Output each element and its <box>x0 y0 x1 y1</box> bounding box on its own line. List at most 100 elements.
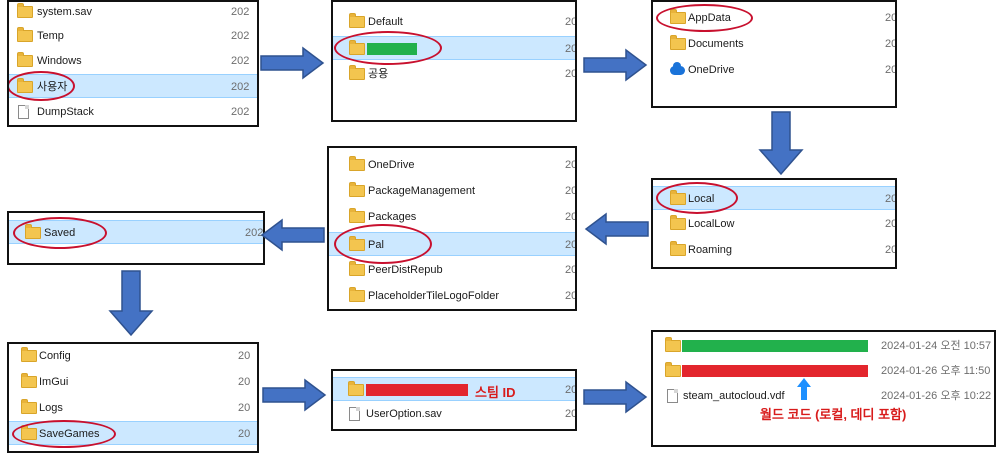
folder-row-onedrive[interactable]: OneDrive 20 <box>653 58 895 82</box>
item-name: ImGui <box>39 376 69 388</box>
steam-id-annotation: 스팀 ID <box>475 385 516 400</box>
highlight-oval <box>334 224 432 264</box>
item-date: 2024-01-26 오후 10:22 <box>881 390 992 402</box>
folder-row-packagemanagement[interactable]: PackageManagement 20 <box>329 179 575 203</box>
item-date: 20 <box>238 402 251 414</box>
item-date: 20 <box>238 350 251 362</box>
explorer-panel-appdata: Local 20 LocalLow 20 Roaming 20 <box>651 178 897 269</box>
highlight-oval <box>9 71 75 101</box>
folder-icon <box>670 241 686 256</box>
right-arrow-icon <box>583 48 648 82</box>
item-name: DumpStack <box>37 106 94 118</box>
folder-row-imgui[interactable]: ImGui 20 <box>9 370 257 394</box>
folder-row-steam-id[interactable]: 스팀 ID 20 <box>333 377 575 401</box>
folder-icon <box>349 208 365 223</box>
explorer-panel-root: system.sav 202 Temp 202 Windows 202 사용자 … <box>7 0 259 127</box>
folder-row-onedrive-local[interactable]: OneDrive 20 <box>329 153 575 177</box>
item-date: 202 <box>231 6 250 18</box>
item-date: 202 <box>245 227 264 239</box>
folder-row-system-sav[interactable]: system.sav 202 <box>9 2 257 24</box>
highlight-oval <box>334 31 442 65</box>
folder-icon <box>349 13 365 28</box>
item-date: 202 <box>231 55 250 67</box>
item-date: 20 <box>885 64 897 76</box>
item-date: 20 <box>565 239 577 251</box>
item-date: 20 <box>565 211 577 223</box>
item-name: steam_autocloud.vdf <box>683 390 785 402</box>
folder-icon <box>21 347 37 362</box>
item-date: 20 <box>565 68 577 80</box>
item-date: 20 <box>885 244 897 256</box>
item-date: 20 <box>565 159 577 171</box>
right-arrow-icon <box>262 378 327 412</box>
file-row-steam-autocloud[interactable]: steam_autocloud.vdf 2024-01-26 오후 10:22 <box>653 384 994 408</box>
explorer-panel-steam-id: 2024-01-24 오전 10:57 2024-01-26 오후 11:50 … <box>651 330 996 447</box>
explorer-panel-local: OneDrive 20 PackageManagement 20 Package… <box>327 146 577 311</box>
folder-icon <box>670 215 686 230</box>
file-icon <box>18 105 29 119</box>
folder-row-windows[interactable]: Windows 202 <box>9 49 257 73</box>
down-arrow-icon <box>108 270 154 337</box>
item-date: 20 <box>238 428 251 440</box>
explorer-panel-pal: Saved 202 <box>7 211 265 265</box>
item-name: Windows <box>37 55 82 67</box>
folder-row-temp[interactable]: Temp 202 <box>9 24 257 48</box>
onedrive-cloud-icon <box>670 62 685 75</box>
down-arrow-icon <box>758 111 804 176</box>
folder-row-packages[interactable]: Packages 20 <box>329 205 575 229</box>
item-name: system.sav <box>37 6 93 18</box>
item-name: OneDrive <box>368 159 415 171</box>
redacted-green-bar <box>682 340 868 352</box>
folder-row-roaming[interactable]: Roaming 20 <box>653 238 895 262</box>
highlight-oval <box>656 182 738 214</box>
item-name: Roaming <box>688 244 733 256</box>
folder-row-config[interactable]: Config 20 <box>9 344 257 368</box>
item-date: 20 <box>565 264 577 276</box>
item-name: PeerDistRepub <box>368 264 443 276</box>
folder-icon <box>349 156 365 171</box>
folder-icon <box>349 261 365 276</box>
folder-icon <box>21 399 37 414</box>
highlight-oval <box>12 420 116 448</box>
item-date: 20 <box>885 12 897 24</box>
highlight-oval <box>656 4 753 32</box>
folder-row-logs[interactable]: Logs 20 <box>9 396 257 420</box>
world-code-annotation: 월드 코드 (로컬, 데디 포함) <box>760 407 907 422</box>
up-arrow-icon <box>797 378 811 400</box>
folder-icon <box>21 373 37 388</box>
highlight-oval <box>13 217 107 249</box>
folder-icon <box>349 65 365 80</box>
explorer-panel-savegames: 스팀 ID 20 UserOption.sav 20 <box>331 369 577 431</box>
right-arrow-icon <box>260 46 325 80</box>
item-name: Logs <box>39 402 63 414</box>
item-date: 202 <box>231 106 250 118</box>
item-date: 20 <box>885 38 897 50</box>
file-row-useroption[interactable]: UserOption.sav 20 <box>333 402 575 426</box>
folder-row-documents[interactable]: Documents 20 <box>653 32 895 56</box>
item-name: UserOption.sav <box>366 408 442 420</box>
folder-row-default[interactable]: Default 20 <box>333 10 575 34</box>
file-row-dumpstack[interactable]: DumpStack 202 <box>9 100 257 124</box>
item-name: Packages <box>368 211 417 223</box>
right-arrow-icon <box>583 380 648 414</box>
item-name: LocalLow <box>688 218 735 230</box>
item-name: OneDrive <box>688 64 735 76</box>
file-icon <box>349 407 360 421</box>
file-icon <box>667 389 678 403</box>
left-arrow-icon <box>584 212 649 246</box>
folder-row-placeholdertilelogofolder[interactable]: PlaceholderTileLogoFolder 20 <box>329 284 575 308</box>
item-name: PlaceholderTileLogoFolder <box>368 290 500 302</box>
folder-icon <box>17 27 33 42</box>
folder-icon <box>17 52 33 67</box>
item-date: 202 <box>231 30 250 42</box>
folder-row-public[interactable]: 공용 20 <box>333 62 575 86</box>
explorer-panel-saved: Config 20 ImGui 20 Logs 20 SaveGames 20 <box>7 342 259 453</box>
folder-row-world-1[interactable]: 2024-01-24 오전 10:57 <box>653 334 994 358</box>
item-date: 20 <box>565 16 577 28</box>
item-date: 20 <box>565 384 577 396</box>
item-name: Config <box>39 350 71 362</box>
folder-row-world-2[interactable]: 2024-01-26 오후 11:50 <box>653 359 994 383</box>
item-name: Default <box>368 16 403 28</box>
folder-row-peerdistrepub[interactable]: PeerDistRepub 20 <box>329 258 575 282</box>
folder-row-locallow[interactable]: LocalLow 20 <box>653 212 895 236</box>
